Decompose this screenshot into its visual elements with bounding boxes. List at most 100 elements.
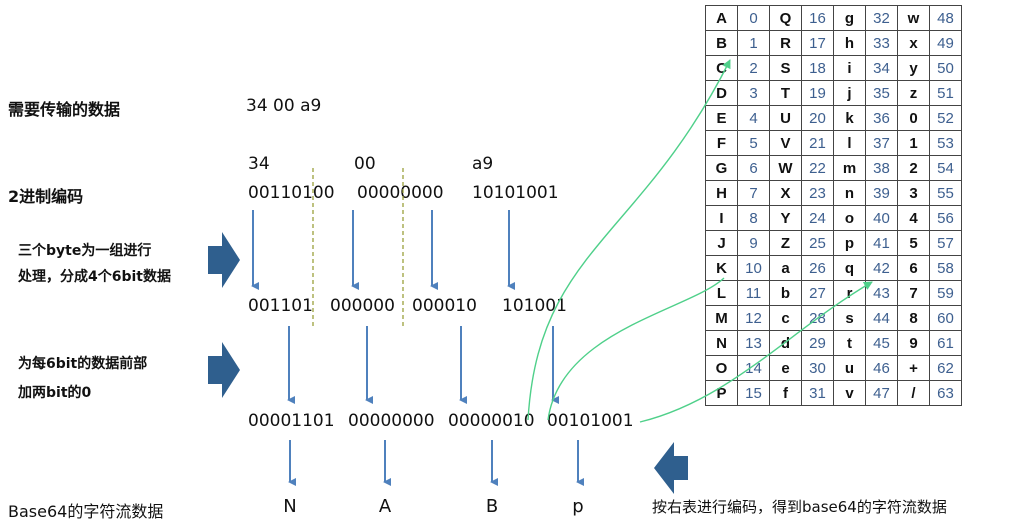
table-char-cell: 2 xyxy=(897,155,930,181)
table-char-cell: V xyxy=(769,130,802,156)
table-char-cell: B xyxy=(705,30,738,56)
table-char-cell: i xyxy=(833,55,866,81)
six-bit-3: 000010 xyxy=(412,296,477,316)
table-index-cell: 27 xyxy=(801,280,834,306)
table-char-cell: g xyxy=(833,5,866,31)
table-index-cell: 6 xyxy=(737,155,770,181)
group-note-line-2: 处理，分成4个6bit数据 xyxy=(18,269,171,285)
six-bit-4: 101001 xyxy=(502,296,567,316)
table-index-cell: 52 xyxy=(929,105,962,131)
group-note-line-1: 三个byte为一组进行 xyxy=(18,243,152,259)
table-char-cell: d xyxy=(769,330,802,356)
output-label: Base64的字符流数据 xyxy=(8,502,164,521)
table-index-cell: 32 xyxy=(865,5,898,31)
table-index-cell: 0 xyxy=(737,5,770,31)
table-char-cell: 0 xyxy=(897,105,930,131)
table-index-cell: 49 xyxy=(929,30,962,56)
table-char-cell: z xyxy=(897,80,930,106)
table-index-cell: 10 xyxy=(737,255,770,281)
table-index-cell: 62 xyxy=(929,355,962,381)
table-index-cell: 8 xyxy=(737,205,770,231)
table-index-cell: 40 xyxy=(865,205,898,231)
table-char-cell: M xyxy=(705,305,738,331)
hex-byte-3: a9 xyxy=(472,154,494,174)
hex-byte-2: 00 xyxy=(354,154,376,174)
chevron-left-icon xyxy=(654,442,688,494)
table-index-cell: 11 xyxy=(737,280,770,306)
table-char-cell: T xyxy=(769,80,802,106)
table-char-cell: / xyxy=(897,380,930,406)
table-index-cell: 9 xyxy=(737,230,770,256)
table-index-cell: 41 xyxy=(865,230,898,256)
data-label: 需要传输的数据 xyxy=(8,100,121,119)
table-char-cell: u xyxy=(833,355,866,381)
table-index-cell: 35 xyxy=(865,80,898,106)
table-char-cell: 6 xyxy=(897,255,930,281)
table-index-cell: 19 xyxy=(801,80,834,106)
table-char-cell: N xyxy=(705,330,738,356)
eight-bit-4: 00101001 xyxy=(547,411,634,431)
table-char-cell: R xyxy=(769,30,802,56)
pad-note-line-2: 加两bit的0 xyxy=(18,385,92,401)
table-char-cell: U xyxy=(769,105,802,131)
table-char-cell: G xyxy=(705,155,738,181)
table-char-cell: Y xyxy=(769,205,802,231)
table-char-cell: A xyxy=(705,5,738,31)
table-char-cell: L xyxy=(705,280,738,306)
table-index-cell: 57 xyxy=(929,230,962,256)
table-index-cell: 29 xyxy=(801,330,834,356)
table-index-cell: 31 xyxy=(801,380,834,406)
table-char-cell: k xyxy=(833,105,866,131)
table-index-cell: 3 xyxy=(737,80,770,106)
table-char-cell: v xyxy=(833,380,866,406)
table-char-cell: H xyxy=(705,180,738,206)
table-char-cell: n xyxy=(833,180,866,206)
binary-byte-3: 10101001 xyxy=(472,183,559,203)
table-index-cell: 33 xyxy=(865,30,898,56)
table-index-cell: 56 xyxy=(929,205,962,231)
six-bit-1: 001101 xyxy=(248,296,313,316)
table-index-cell: 26 xyxy=(801,255,834,281)
table-index-cell: 38 xyxy=(865,155,898,181)
table-char-cell: 9 xyxy=(897,330,930,356)
table-index-cell: 60 xyxy=(929,305,962,331)
table-char-cell: F xyxy=(705,130,738,156)
table-index-cell: 47 xyxy=(865,380,898,406)
output-char-3: B xyxy=(485,496,499,517)
table-index-cell: 48 xyxy=(929,5,962,31)
table-char-cell: K xyxy=(705,255,738,281)
table-char-cell: x xyxy=(897,30,930,56)
table-char-cell: h xyxy=(833,30,866,56)
table-index-cell: 45 xyxy=(865,330,898,356)
eight-bit-2: 00000000 xyxy=(348,411,435,431)
link-to-c xyxy=(527,59,731,421)
table-char-cell: 1 xyxy=(897,130,930,156)
table-char-cell: w xyxy=(897,5,930,31)
table-char-cell: o xyxy=(833,205,866,231)
table-index-cell: 17 xyxy=(801,30,834,56)
table-char-cell: X xyxy=(769,180,802,206)
table-index-cell: 20 xyxy=(801,105,834,131)
table-char-cell: 3 xyxy=(897,180,930,206)
table-index-cell: 23 xyxy=(801,180,834,206)
table-char-cell: c xyxy=(769,305,802,331)
binary-byte-1: 00110100 xyxy=(248,183,335,203)
table-index-cell: 42 xyxy=(865,255,898,281)
table-char-cell: b xyxy=(769,280,802,306)
table-char-cell: W xyxy=(769,155,802,181)
table-char-cell: l xyxy=(833,130,866,156)
table-index-cell: 34 xyxy=(865,55,898,81)
table-char-cell: 4 xyxy=(897,205,930,231)
table-char-cell: 8 xyxy=(897,305,930,331)
table-index-cell: 46 xyxy=(865,355,898,381)
table-index-cell: 5 xyxy=(737,130,770,156)
